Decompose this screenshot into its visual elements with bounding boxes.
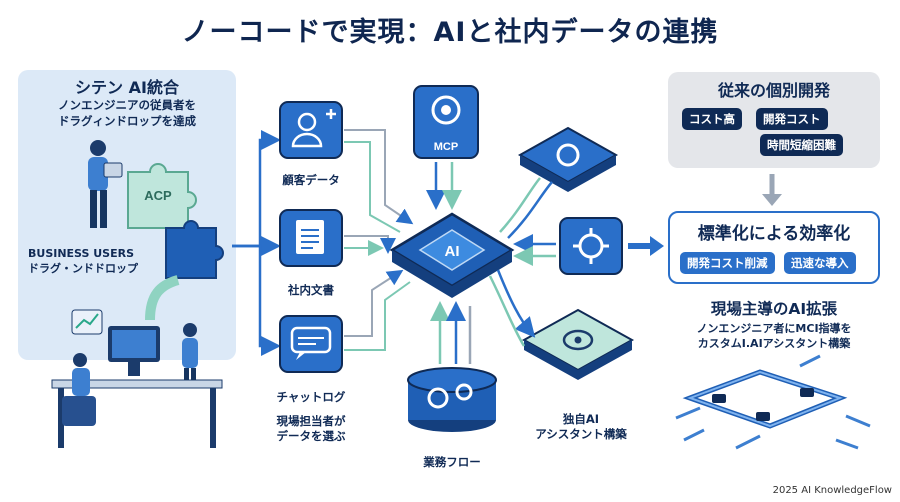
page-title: ノーコードで実現：AIと社内データの連携 — [181, 17, 719, 48]
hub-label: AI — [445, 243, 460, 260]
footer-credit: 2025 AI KnowledgeFlow — [772, 485, 892, 496]
assistant-line-1: 独自AI — [562, 412, 600, 426]
assistant-node[interactable] — [521, 308, 635, 380]
business-users-label: BUSINESS USERS ドラグ・ンドドロップ — [28, 246, 138, 276]
field-staff-line-2: データを選ぶ — [276, 429, 346, 443]
standing-person-icon — [88, 140, 123, 228]
blue-puzzle-icon — [165, 220, 224, 279]
business-users-line-2: ドラグ・ンドドロップ — [28, 262, 138, 275]
mcp-label: MCP — [434, 141, 458, 153]
user-icon — [297, 112, 317, 132]
acp-puzzle-icon: ACP — [127, 163, 197, 229]
left-panel-subtitle: ノンエンジニアの従員者を ドラグィンドロップを達成 — [18, 97, 236, 129]
traditional-title: 従来の個別開発 — [717, 81, 830, 100]
integration-node[interactable] — [559, 217, 623, 275]
desk-scene-icon — [51, 309, 223, 448]
expansion-title: 現場主導のAI拡張 — [710, 300, 838, 318]
tag-high-cost: コスト高 — [682, 108, 742, 130]
settings-node[interactable] — [517, 126, 619, 192]
standardization-title: 標準化による効率化 — [697, 224, 851, 244]
expansion-subtitle: ノンエンジニア者にMCI指導を カスタムI.AIアシスタント構築 — [668, 321, 880, 351]
workflow-label: 業務フロー — [423, 455, 481, 469]
connector-chat-hub-2 — [344, 281, 411, 351]
tag-time-difficulty: 時間短縮困難 — [760, 134, 843, 156]
openai-logo-icon — [431, 95, 461, 125]
chatlog-node[interactable] — [279, 315, 343, 373]
left-panel-subtitle-line-1: ノンエンジニアの従員者を — [58, 98, 196, 112]
chat-bubble-icon — [290, 326, 332, 354]
expansion-subtitle-line-2: カスタムI.AIアシスタント構築 — [697, 337, 851, 350]
connector-hub-assistant — [496, 269, 536, 338]
chatlog-label: チャットログ — [276, 390, 346, 404]
arrow-to-chatlog — [232, 244, 281, 356]
field-staff-line-1: 現場担当者が — [276, 414, 346, 428]
tag-dev-cost: 開発コスト — [756, 108, 828, 130]
ai-hub-chip[interactable]: AI — [389, 212, 515, 298]
documents-node[interactable] — [279, 209, 343, 267]
left-panel-subtitle-line-2: ドラグィンドロップを達成 — [58, 114, 196, 128]
assistant-label: 独自AI アシスタント構築 — [526, 412, 636, 442]
connector-customer-hub-2 — [344, 141, 401, 233]
connector-hub-settings — [499, 177, 541, 233]
customer-data-node[interactable] — [279, 101, 343, 159]
tag-quick-adoption: 迅速な導入 — [784, 252, 856, 274]
gears-icon — [427, 387, 449, 409]
business-users-line-1: BUSINESS USERS — [28, 247, 134, 260]
acp-label: ACP — [144, 188, 172, 203]
connector-hub-assistant-2 — [488, 275, 526, 347]
eye-icon — [562, 329, 594, 351]
connector-hub-settings-2 — [507, 181, 553, 239]
customer-data-label: 顧客データ — [282, 173, 340, 187]
connector-chat-hub — [344, 269, 404, 337]
left-panel-title: シテン AI統合 — [75, 78, 179, 97]
workflow-node[interactable] — [407, 367, 497, 432]
connector-docs-hub — [344, 235, 396, 254]
network-cables-icon — [675, 354, 871, 450]
documents-label: 社内文書 — [288, 283, 334, 297]
curved-up-arrow — [145, 275, 180, 321]
field-staff-label: 現場担当者が データを選ぶ — [262, 414, 360, 444]
connector-customer-hub — [344, 129, 414, 225]
arrow-to-customer — [232, 130, 281, 248]
mcp-node[interactable]: MCP — [413, 85, 479, 159]
gear-icon — [556, 143, 580, 167]
tag-cost-reduction: 開発コスト削減 — [680, 252, 775, 274]
assistant-line-2: アシスタント構築 — [535, 427, 627, 441]
expansion-subtitle-line-1: ノンエンジニア者にMCI指導を — [696, 322, 852, 335]
